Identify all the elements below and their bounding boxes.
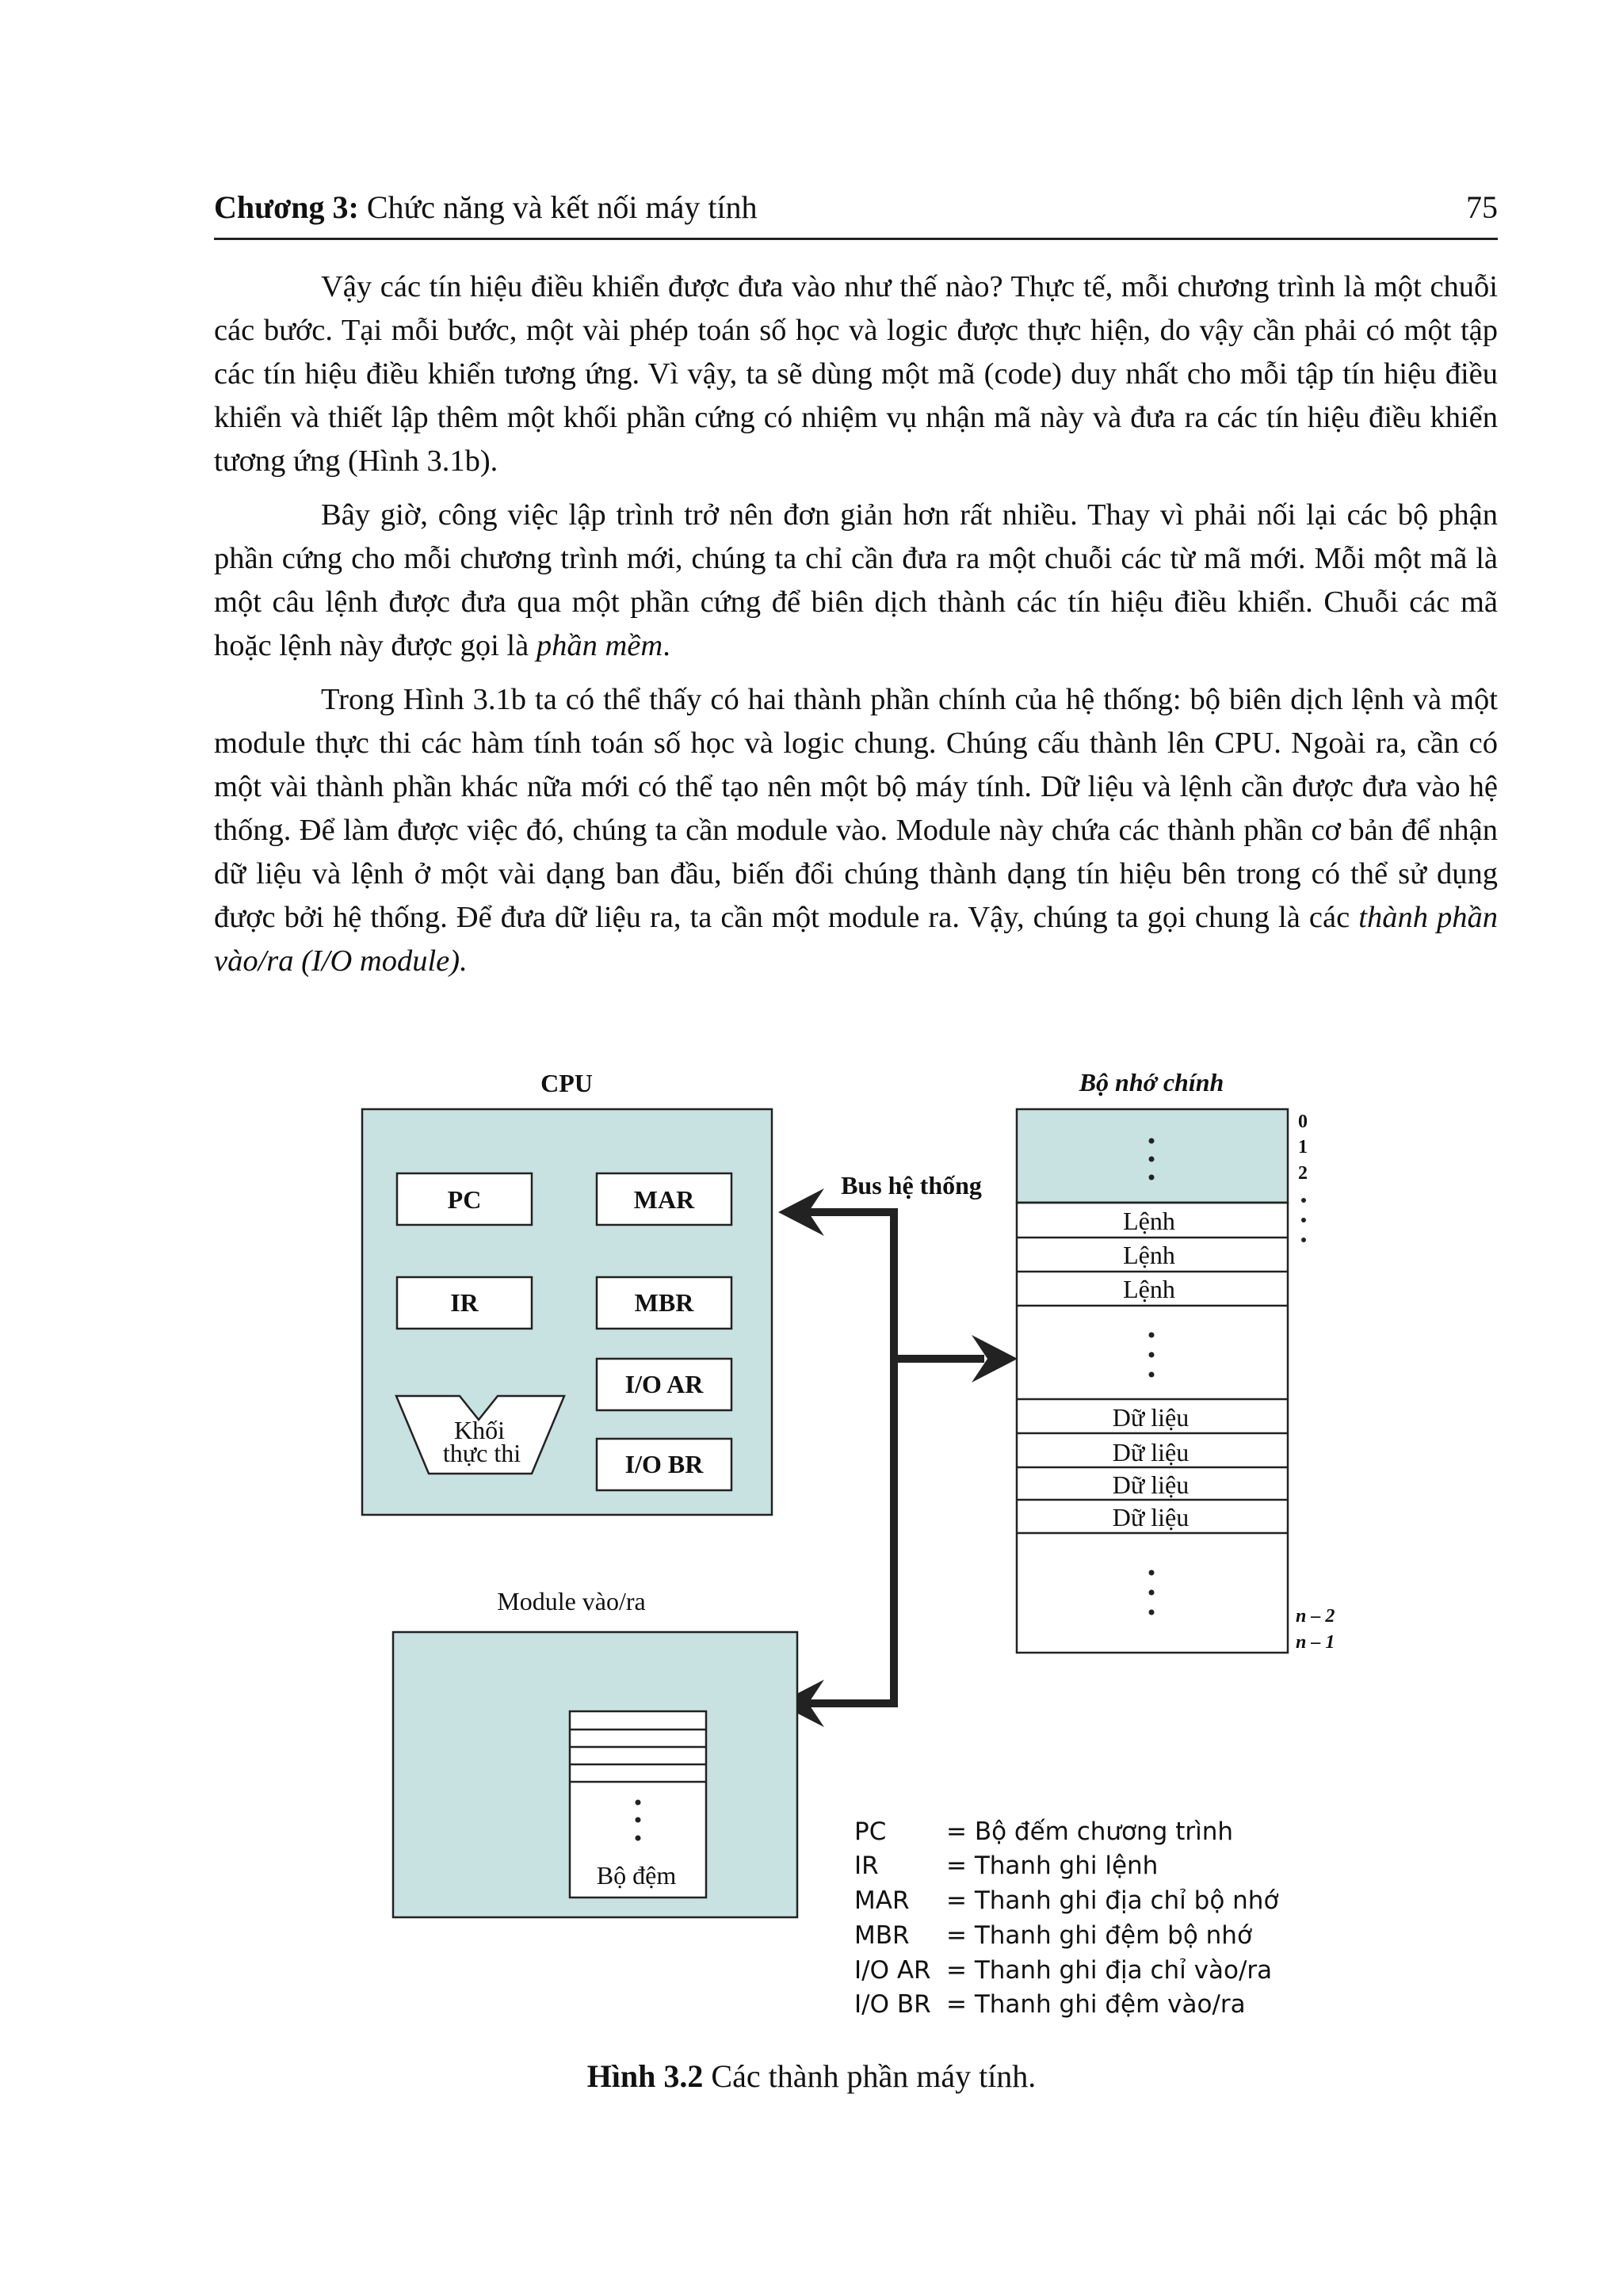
ellipsis-dot <box>635 1835 641 1841</box>
caption-text: Các thành phần máy tính. <box>711 2058 1037 2094</box>
register-ir-label: IR <box>450 1288 479 1317</box>
ellipsis-dot <box>635 1817 641 1823</box>
emphasis-io-module: thành phần vào/ra (I/O module). <box>214 901 1499 978</box>
register-io-ar: I/O AR <box>595 1357 733 1412</box>
io-module-label: Module vào/ra <box>497 1587 646 1615</box>
address-label: n – 2 <box>1296 1606 1335 1627</box>
legend-abbr: PC <box>854 1817 886 1846</box>
figure-caption: Hình 3.2 Các thành phần máy tính. <box>0 2058 1623 2095</box>
register-mbr: MBR <box>595 1276 733 1330</box>
memory-row-label: Dữ liệu <box>1113 1403 1189 1432</box>
header-rule <box>214 238 1498 240</box>
arrow-to-io-icon <box>778 1680 824 1727</box>
register-io-br-label: I/O BR <box>625 1450 705 1478</box>
legend-desc: = Thanh ghi địa chỉ vào/ra <box>946 1956 1272 1985</box>
emphasis-software: phần mềm <box>536 629 663 662</box>
memory-row-label: Dữ liệu <box>1113 1470 1189 1499</box>
cpu-label: CPU <box>540 1069 593 1097</box>
legend-desc: = Thanh ghi lệnh <box>946 1852 1158 1880</box>
ellipsis-dot <box>1148 1589 1155 1596</box>
paragraph-text: Vậy các tín hiệu điều khiển được đưa vào… <box>214 270 1498 478</box>
system-bus <box>778 1188 1018 1727</box>
register-ir: IR <box>395 1276 533 1330</box>
register-io-br: I/O BR <box>595 1437 733 1492</box>
ellipsis-dot <box>1301 1238 1306 1242</box>
legend-abbr: MAR <box>854 1886 910 1915</box>
legend-abbr: IR <box>854 1852 879 1880</box>
arrow-to-cpu-icon <box>778 1188 824 1236</box>
execution-unit-line2: thực thi <box>443 1439 521 1467</box>
legend-desc: = Bộ đếm chương trình <box>946 1817 1233 1846</box>
register-mar: MAR <box>595 1172 733 1226</box>
legend-abbr: I/O BR <box>854 1990 931 2019</box>
ellipsis-dot <box>1148 1569 1155 1576</box>
ellipsis-dot <box>1148 1352 1155 1358</box>
memory-row-label: Dữ liệu <box>1113 1438 1189 1466</box>
paragraph-2: Bây giờ, công việc lập trình trở nên đơn… <box>214 494 1498 668</box>
ellipsis-dot <box>1148 1138 1155 1144</box>
memory-addresses: 0 1 2 n – 2 n – 1 <box>1296 1112 1335 1653</box>
chapter-heading: Chương 3: Chức năng và kết nối máy tính <box>214 189 758 226</box>
register-pc: PC <box>395 1172 533 1226</box>
address-label: n – 1 <box>1296 1632 1335 1653</box>
execution-unit: Khối thực thi <box>395 1394 566 1475</box>
ellipsis-dot <box>635 1799 641 1806</box>
ellipsis-dot <box>1301 1198 1306 1203</box>
ellipsis-dot <box>1148 1609 1155 1615</box>
execution-unit-line1: Khối <box>454 1416 505 1444</box>
ellipsis-dot <box>1148 1332 1155 1338</box>
chapter-title: Chức năng và kết nối máy tính <box>366 189 758 225</box>
memory-row-label: Dữ liệu <box>1113 1503 1189 1531</box>
legend-abbr: I/O AR <box>854 1956 931 1985</box>
ellipsis-dot <box>1148 1156 1155 1162</box>
caption-label: Hình 3.2 <box>586 2058 704 2094</box>
paragraph-1: Vậy các tín hiệu điều khiển được đưa vào… <box>214 265 1498 483</box>
body-text: Vậy các tín hiệu điều khiển được đưa vào… <box>214 265 1498 994</box>
page-number: 75 <box>1466 189 1498 225</box>
legend-desc: = Thanh ghi đệm vào/ra <box>946 1990 1246 2019</box>
ellipsis-dot <box>1148 1371 1155 1378</box>
legend-abbr: MBR <box>854 1921 910 1950</box>
page-header: Chương 3: Chức năng và kết nối máy tính … <box>214 184 1498 235</box>
arrow-to-memory-icon <box>972 1335 1018 1383</box>
register-mar-label: MAR <box>634 1185 695 1214</box>
register-pc-label: PC <box>448 1185 482 1214</box>
paragraph-text: Bây giờ, công việc lập trình trở nên đơn… <box>214 498 1498 662</box>
memory-label: Bộ nhớ chính <box>1079 1068 1224 1097</box>
memory-row-label: Lệnh <box>1123 1207 1175 1235</box>
paragraph-tail: . <box>663 629 670 662</box>
bus-label: Bus hệ thống <box>841 1171 982 1199</box>
ellipsis-dot <box>1148 1174 1155 1180</box>
address-label: 0 <box>1298 1112 1308 1132</box>
ellipsis-dot <box>1301 1218 1306 1222</box>
address-label: 2 <box>1298 1163 1308 1184</box>
chapter-label: Chương 3: <box>214 189 359 225</box>
paragraph-text: Trong Hình 3.1b ta có thể thấy có hai th… <box>214 683 1498 934</box>
register-mbr-label: MBR <box>635 1288 695 1317</box>
paragraph-3: Trong Hình 3.1b ta có thể thấy có hai th… <box>214 678 1498 983</box>
memory-row-label: Lệnh <box>1123 1241 1175 1269</box>
buffer-label: Bộ đệm <box>597 1861 677 1890</box>
legend-desc: = Thanh ghi đệm bộ nhớ <box>946 1921 1252 1950</box>
legend-desc: = Thanh ghi địa chỉ bộ nhớ <box>946 1886 1278 1915</box>
register-io-ar-label: I/O AR <box>625 1370 705 1398</box>
memory-row <box>1017 1201 1288 1307</box>
buffer: Bộ đệm <box>568 1710 708 1899</box>
memory-row-label: Lệnh <box>1123 1275 1175 1303</box>
main-memory: Lệnh Lệnh Lệnh Dữ liệu Dữ liệu Dữ liệu D… <box>1015 1108 1289 1654</box>
legend: PC = Bộ đếm chương trình IR = Thanh ghi … <box>854 1817 1278 2019</box>
address-label: 1 <box>1298 1137 1308 1158</box>
